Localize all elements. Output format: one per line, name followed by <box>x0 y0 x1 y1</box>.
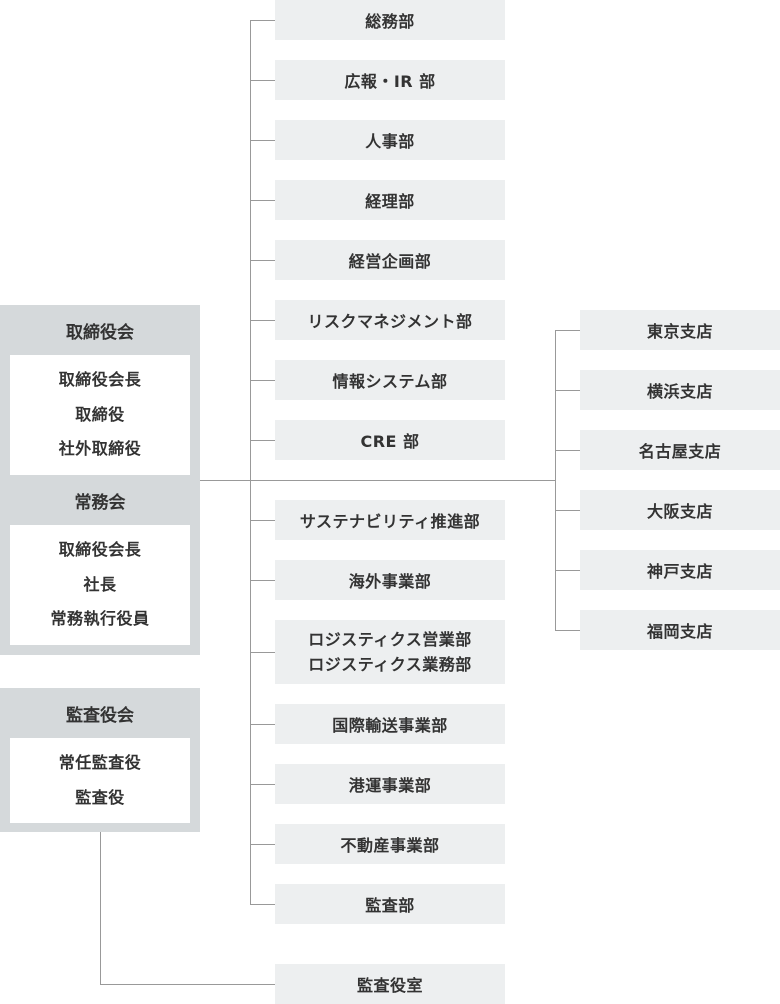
dept-connector <box>250 844 275 845</box>
branch-box: 東京支店 <box>580 310 780 350</box>
department-box: 国際輸送事業部 <box>275 704 505 744</box>
department-box: 情報システム部 <box>275 360 505 400</box>
board-member: 取締役会長 <box>58 540 142 560</box>
department-box: リスクマネジメント部 <box>275 300 505 340</box>
dept-connector <box>250 20 275 21</box>
department-box: 港運事業部 <box>275 764 505 804</box>
main-trunk-line <box>250 20 251 905</box>
department-box: 不動産事業部 <box>275 824 505 864</box>
branch-box: 名古屋支店 <box>580 430 780 470</box>
board-member: 社長 <box>83 574 117 594</box>
directors-board-members: 取締役会長 取締役 社外取締役 <box>10 355 190 475</box>
department-label: リスクマネジメント部 <box>307 312 473 331</box>
department-box: 監査部 <box>275 884 505 924</box>
department-box: 広報・IR 部 <box>275 60 505 100</box>
department-box: CRE 部 <box>275 420 505 460</box>
department-label: 国際輸送事業部 <box>332 716 448 735</box>
branch-connector <box>555 450 580 451</box>
dept-connector <box>250 260 275 261</box>
department-label: 監査部 <box>365 896 415 915</box>
department-box: 経営企画部 <box>275 240 505 280</box>
department-label: サステナビリティ推進部 <box>299 512 481 531</box>
department-label: ロジスティクス営業部 <box>308 630 472 649</box>
department-box: 経理部 <box>275 180 505 220</box>
department-label: ロジスティクス業務部 <box>308 655 472 674</box>
branch-label: 東京支店 <box>646 322 713 341</box>
branch-label: 横浜支店 <box>646 382 713 401</box>
department-label: 港運事業部 <box>348 776 432 795</box>
department-label: 情報システム部 <box>332 372 448 391</box>
board-to-trunk-line <box>200 480 555 481</box>
branch-trunk-line <box>555 330 556 630</box>
department-label: 総務部 <box>365 12 415 31</box>
department-box-logistics: ロジスティクス営業部 ロジスティクス業務部 <box>275 620 505 684</box>
department-box: 海外事業部 <box>275 560 505 600</box>
branch-connector <box>555 390 580 391</box>
audit-office-label: 監査役室 <box>356 976 423 995</box>
executive-committee-title: 常務会 <box>74 493 126 513</box>
department-box: サステナビリティ推進部 <box>275 500 505 540</box>
branch-label: 名古屋支店 <box>638 442 722 461</box>
branch-box: 神戸支店 <box>580 550 780 590</box>
department-label: 経営企画部 <box>348 252 432 271</box>
branch-box: 横浜支店 <box>580 370 780 410</box>
department-label: 海外事業部 <box>348 572 432 591</box>
dept-connector <box>250 784 275 785</box>
department-box: 総務部 <box>275 0 505 40</box>
dept-connector <box>250 200 275 201</box>
branch-box: 福岡支店 <box>580 610 780 650</box>
executive-committee-members: 取締役会長 社長 常務執行役員 <box>10 525 190 645</box>
department-label: 人事部 <box>365 132 415 151</box>
board-member: 取締役会長 <box>58 370 142 390</box>
dept-connector <box>250 320 275 321</box>
branch-connector <box>555 510 580 511</box>
branch-connector <box>555 330 580 331</box>
department-label: CRE 部 <box>360 432 420 451</box>
dept-connector <box>250 440 275 441</box>
dept-connector <box>250 724 275 725</box>
dept-connector <box>250 80 275 81</box>
branch-label: 神戸支店 <box>646 562 713 581</box>
branch-connector <box>555 630 580 631</box>
department-label: 不動産事業部 <box>340 836 440 855</box>
branch-label: 大阪支店 <box>646 502 713 521</box>
branch-connector <box>555 570 580 571</box>
board-member: 監査役 <box>75 787 125 807</box>
branch-box: 大阪支店 <box>580 490 780 530</box>
directors-board-title: 取締役会 <box>66 323 134 343</box>
board-member: 常務執行役員 <box>50 609 150 629</box>
dept-connector <box>250 652 275 653</box>
dept-connector <box>250 140 275 141</box>
auditors-board-members: 常任監査役 監査役 <box>10 738 190 823</box>
department-label: 広報・IR 部 <box>344 72 436 91</box>
audit-office-horizontal-line <box>100 984 275 985</box>
department-label: 経理部 <box>365 192 415 211</box>
audit-office-box: 監査役室 <box>275 964 505 1004</box>
board-member: 取締役 <box>75 404 125 424</box>
dept-connector <box>250 904 275 905</box>
auditors-board-title: 監査役会 <box>66 706 134 726</box>
department-box: 人事部 <box>275 120 505 160</box>
dept-connector <box>250 580 275 581</box>
dept-connector <box>250 520 275 521</box>
board-member: 常任監査役 <box>58 753 142 772</box>
audit-office-vertical-line <box>100 832 101 984</box>
board-member: 社外取締役 <box>58 439 142 459</box>
dept-connector <box>250 380 275 381</box>
branch-label: 福岡支店 <box>646 622 713 641</box>
